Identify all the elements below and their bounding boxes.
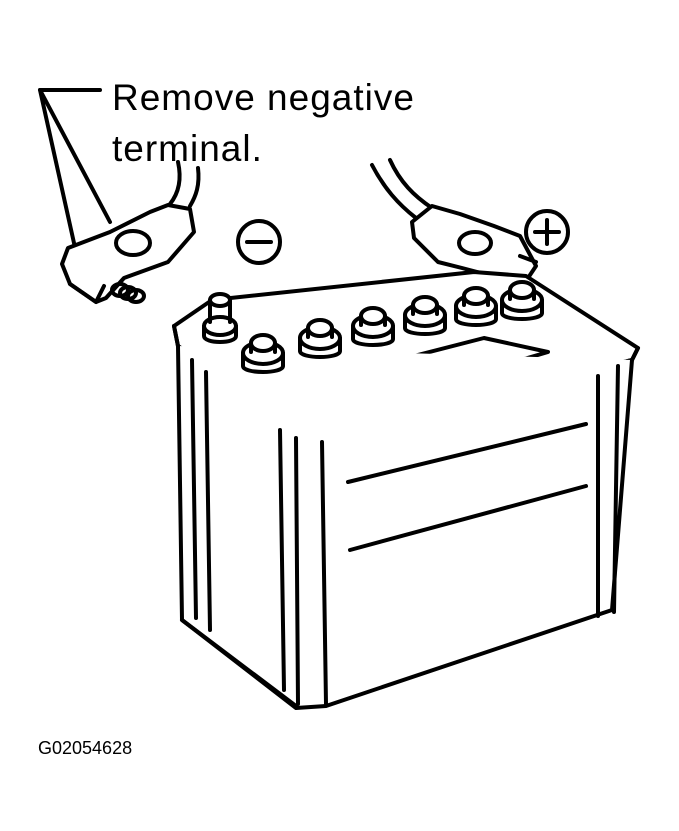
figure-id: G02054628 xyxy=(38,738,132,759)
callout-leader xyxy=(40,90,110,252)
callout-line-1: Remove negative xyxy=(112,72,415,123)
callout-text: Remove negative terminal. xyxy=(112,72,415,174)
battery-body xyxy=(178,346,632,708)
callout-line-2: terminal. xyxy=(112,123,415,174)
negative-symbol xyxy=(238,221,280,263)
positive-symbol xyxy=(526,211,568,253)
negative-terminal-clamp xyxy=(62,205,194,302)
